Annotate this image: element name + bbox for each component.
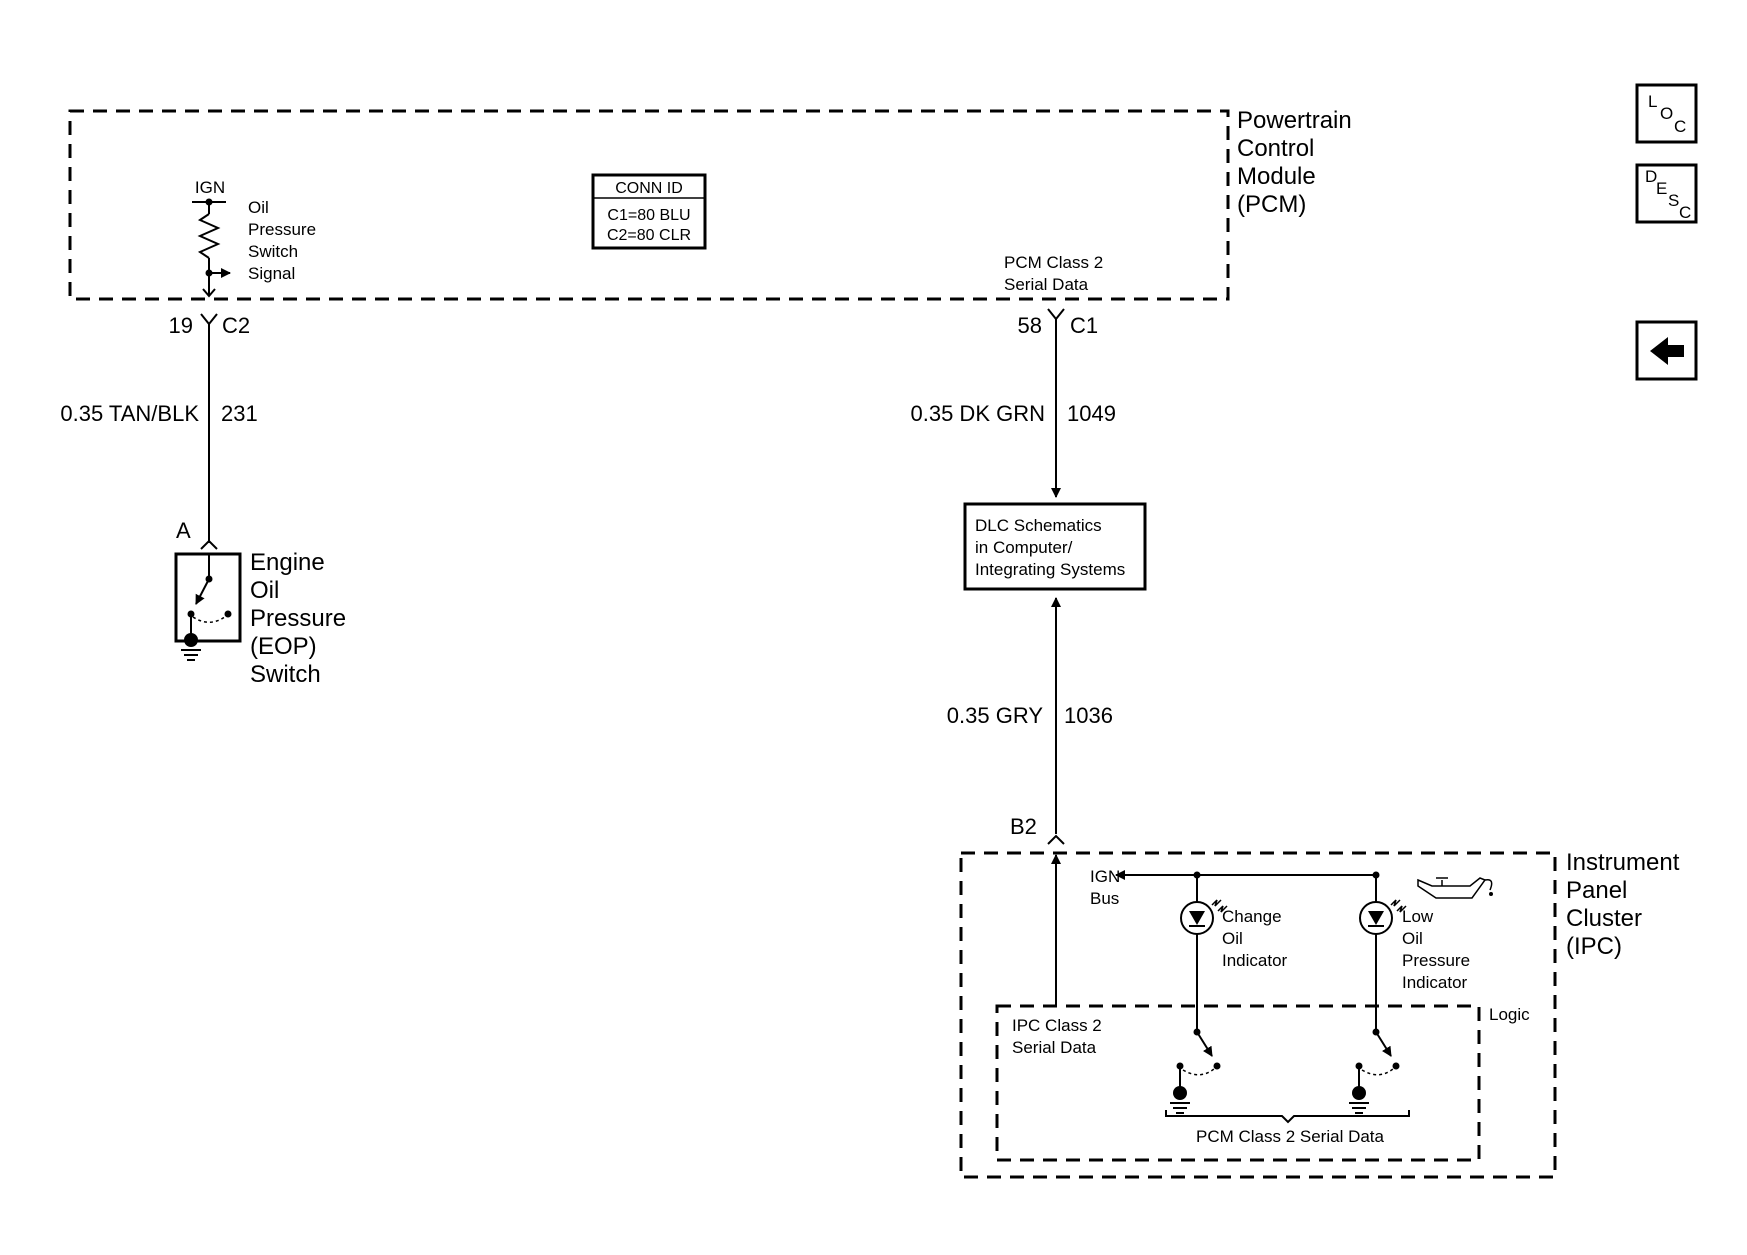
eop-pin-a: A (176, 518, 191, 543)
loc-button[interactable]: L O C (1635, 83, 1698, 144)
oil-can-icon (1417, 877, 1493, 899)
wire-231-color: 0.35 TAN/BLK (60, 401, 199, 426)
dlc-label: DLC Schematics in Computer/ Integrating … (975, 516, 1125, 579)
back-button[interactable] (1635, 320, 1698, 381)
svg-text:D: D (1645, 167, 1657, 186)
pcm-module: Powertrain Control Module (PCM) CONN ID … (68, 107, 1358, 301)
wire-1049-color: 0.35 DK GRN (911, 401, 1046, 426)
connector-c2-symbol (200, 313, 218, 326)
dlc-schematics-box: DLC Schematics in Computer/ Integrating … (963, 502, 1147, 591)
ign-label: IGN (195, 178, 225, 197)
svg-text:E: E (1656, 179, 1667, 198)
pcm-serial-bottom-label: PCM Class 2 Serial Data (1196, 1127, 1385, 1146)
pin-19: 19 (169, 313, 193, 338)
pin-58: 58 (1018, 313, 1042, 338)
conn-id-title: CONN ID (615, 180, 683, 197)
wire-1036-color: 0.35 GRY (947, 703, 1044, 728)
desc-button[interactable]: D E S C (1635, 163, 1698, 224)
circuit-1036: 0.35 GRY 1036 B2 (947, 597, 1113, 845)
logic-block: Logic IPC Class 2 Serial Data (995, 1004, 1530, 1162)
pull-up-resistor (197, 213, 221, 259)
pcm-title: Powertrain Control Module (PCM) (1237, 107, 1358, 218)
svg-text:C: C (1679, 203, 1691, 222)
conn-id-c1: C1=80 BLU (607, 207, 690, 224)
conn-id-c2: C2=80 CLR (607, 227, 691, 244)
low-oil-switch (1349, 1028, 1400, 1114)
wire-1049-circuit: 1049 (1067, 401, 1116, 426)
oil-pressure-signal-circuit: IGN Oil Pressure Switch Signal (192, 178, 321, 298)
connector-c1: C1 (1070, 313, 1098, 338)
connector-c2: C2 (222, 313, 250, 338)
svg-text:L: L (1648, 92, 1657, 111)
circuit-231: 19 C2 0.35 TAN/BLK 231 A (60, 313, 258, 550)
left-arrow-icon (1650, 337, 1684, 365)
connector-c1-symbol (1047, 308, 1065, 321)
svg-text:C: C (1674, 117, 1686, 136)
eop-switch: Engine Oil Pressure (EOP) Switch (174, 549, 353, 688)
ipc-module: Instrument Panel Cluster (IPC) IGN Bus C… (959, 849, 1686, 1179)
circuit-1049: 58 C1 0.35 DK GRN 1049 (911, 308, 1116, 498)
eop-title: Engine Oil Pressure (EOP) Switch (250, 549, 353, 688)
ign-bus-label: IGN Bus (1090, 867, 1125, 908)
pcm-serial-label: PCM Class 2 Serial Data (1004, 253, 1108, 294)
svg-text:S: S (1668, 191, 1679, 210)
wire-231-circuit: 231 (221, 401, 258, 426)
ipc-pin-b2: B2 (1010, 814, 1037, 839)
pcm-boundary (68, 109, 1230, 301)
wire-1036-circuit: 1036 (1064, 703, 1113, 728)
oil-signal-label: Oil Pressure Switch Signal (248, 198, 321, 283)
conn-id-box: CONN ID C1=80 BLU C2=80 CLR (591, 173, 707, 250)
svg-text:O: O (1660, 104, 1673, 123)
ipc-serial-label: IPC Class 2 Serial Data (1012, 1016, 1106, 1057)
low-oil-pressure-indicator: Low Oil Pressure Indicator (1359, 875, 1493, 1030)
serial-data-brace (1165, 1110, 1410, 1124)
low-oil-label: Low Oil Pressure Indicator (1402, 907, 1475, 992)
change-oil-switch (1170, 1028, 1221, 1114)
change-oil-indicator: Change Oil Indicator (1180, 875, 1288, 1030)
logic-label: Logic (1489, 1005, 1530, 1024)
ipc-title: Instrument Panel Cluster (IPC) (1566, 849, 1686, 960)
change-oil-label: Change Oil Indicator (1222, 907, 1288, 970)
